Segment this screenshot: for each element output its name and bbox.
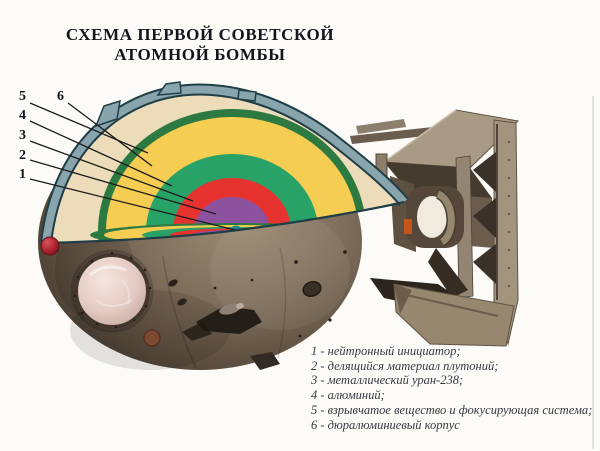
nose-knob xyxy=(40,236,60,256)
leader-lines xyxy=(29,102,236,231)
layer-casing xyxy=(42,85,408,244)
leader-line-6 xyxy=(67,102,153,167)
tail-opening xyxy=(417,196,447,238)
leader-line-4 xyxy=(29,120,173,187)
orange-marking xyxy=(404,219,412,234)
callout-1: 1 xyxy=(19,167,26,182)
legend-item-2: 2 - делящийся материал плутоний; xyxy=(311,358,499,373)
tail-strut xyxy=(455,155,474,299)
legend-item-6: 6 - дюралюминиевый корпус xyxy=(311,417,460,432)
tail-fin-assembly xyxy=(350,109,520,346)
leader-line-3 xyxy=(29,140,194,202)
legend: 1 - нейтронный инициатор; 2 - делящийся … xyxy=(311,344,596,432)
callout-5: 5 xyxy=(19,89,26,104)
porthole xyxy=(70,249,154,333)
page-title: СХЕМА ПЕРВОЙ СОВЕТСКОЙ АТОМНОЙ БОМБЫ xyxy=(58,25,342,65)
title-line-1: СХЕМА ПЕРВОЙ СОВЕТСКОЙ xyxy=(65,25,335,44)
legend-item-1: 1 - нейтронный инициатор; xyxy=(311,344,461,358)
leader-line-5 xyxy=(29,102,149,154)
tail-front-parts xyxy=(250,219,515,370)
access-port xyxy=(302,281,322,297)
detonator-fixture xyxy=(182,302,262,341)
callout-4: 4 xyxy=(19,108,26,123)
callout-2: 2 xyxy=(19,148,26,163)
leader-line-2 xyxy=(29,159,217,215)
callout-3: 3 xyxy=(19,128,26,143)
rust-patch xyxy=(143,329,161,347)
legend-item-3: 3 - металлический уран-238; xyxy=(311,373,464,388)
title-line-2: АТОМНОЙ БОМБЫ xyxy=(114,45,286,64)
callout-6: 6 xyxy=(57,89,64,104)
legend-item-4: 4 - алюминий; xyxy=(311,388,385,403)
legend-item-5: 5 - взрывчатое вещество и фокусирующая с… xyxy=(311,402,593,417)
leader-line-1 xyxy=(29,178,236,231)
